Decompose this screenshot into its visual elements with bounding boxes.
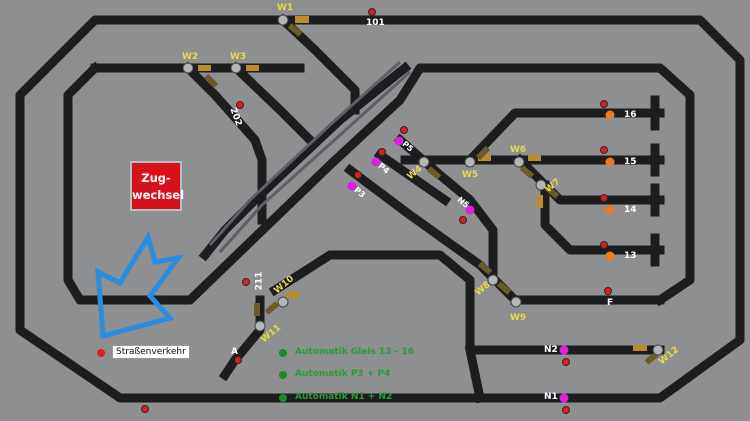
switch-w9-label: W9 — [510, 313, 527, 323]
track-a-label: A — [231, 347, 238, 357]
switch-w2-label: W2 — [182, 52, 199, 62]
grooves — [208, 60, 412, 253]
signal-red[interactable] — [141, 8, 612, 414]
track-101-label: 101 — [366, 18, 385, 28]
signal-orange[interactable] — [605, 110, 615, 261]
strassenverkehr-label[interactable]: Straßenverkehr — [112, 345, 190, 359]
automatik-gleis-13-16[interactable]: Automatik Gleis 13 - 16 — [295, 347, 415, 357]
automatik-p3-p4[interactable]: Automatik P3 + P4 — [295, 369, 391, 379]
switch-w5-label: W5 — [462, 170, 479, 180]
track-16-label: 16 — [624, 110, 637, 120]
auto-dot-13-16[interactable] — [279, 349, 287, 357]
auto-dot-n1-n2[interactable] — [279, 394, 287, 402]
auto-dot-p3-p4[interactable] — [279, 371, 287, 379]
strassenverkehr-indicator[interactable] — [97, 349, 105, 357]
track-f-label: F — [607, 298, 614, 308]
zugwechsel-line1: Zug- — [141, 171, 171, 185]
switch-nodes[interactable] — [182, 14, 664, 356]
switch-w1-label: W1 — [277, 3, 294, 13]
switch-lamps[interactable] — [198, 16, 647, 351]
switch-w6-label: W6 — [510, 145, 527, 155]
track-15-label: 15 — [624, 157, 637, 167]
track-n2-label: N2 — [544, 345, 558, 355]
zugwechsel-line2: wechsel — [132, 188, 185, 202]
switch-w3-label: W3 — [230, 52, 247, 62]
automatik-n1-n2[interactable]: Automatik N1 + N2 — [295, 392, 393, 402]
track-14-label: 14 — [624, 205, 637, 215]
track-211-label: 211 — [254, 271, 265, 291]
signal-magenta[interactable] — [347, 136, 569, 403]
arrow-pointer-icon — [95, 230, 184, 340]
track-n1-label: N1 — [544, 392, 558, 402]
zugwechsel-button[interactable]: Zug- wechsel — [130, 161, 185, 211]
track-13-label: 13 — [624, 251, 637, 261]
